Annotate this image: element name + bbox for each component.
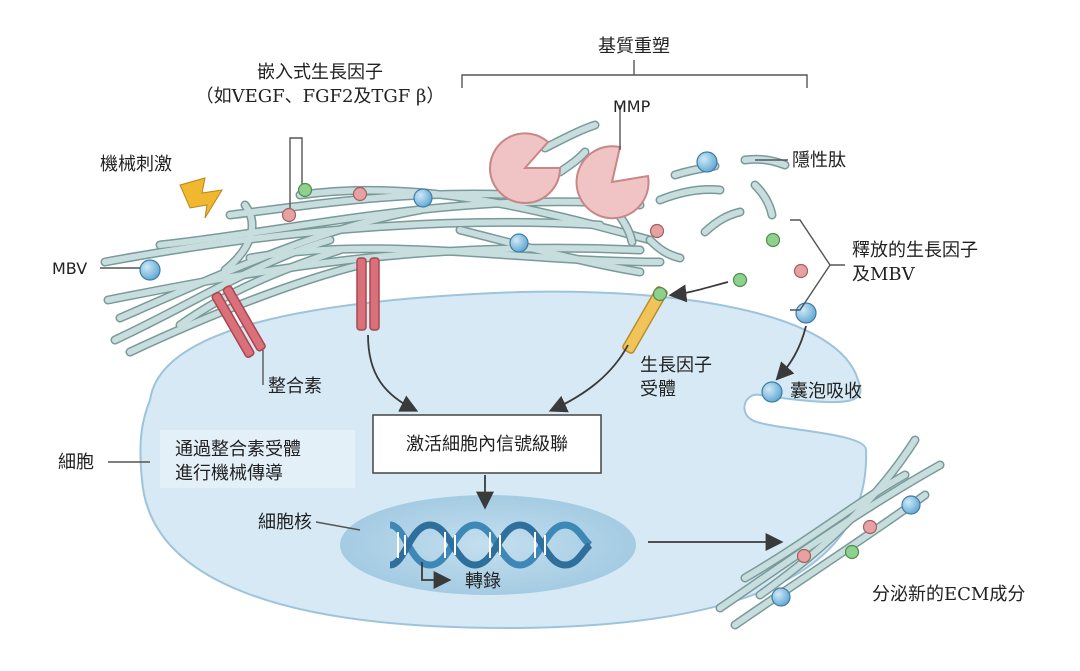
released-gf-label-2: 及MBV [852,264,916,285]
mbv-particle [139,259,161,281]
transcription-arrow [421,562,452,589]
growth-factor-green [297,182,313,198]
growth-factor-pink [793,263,809,279]
mechanical-stimulus-label: 機械刺激 [100,154,172,175]
gf-receptor-label-2: 受體 [640,379,676,400]
matrix-remodeling-bracket [461,60,808,88]
endocytosis-arrow [775,325,807,381]
growth-factor-green [732,272,748,288]
mmp-enzyme-2 [575,145,650,220]
integrin-signal-arrow [367,334,419,412]
cryptic-peptide-label: 隱性肽 [792,150,846,171]
matrix-remodeling-label: 基質重塑 [598,36,670,57]
mechanotransduction-line1: 通過整合素受體 [175,439,301,460]
signaling-cascade-label: 激活細胞內信號級聯 [406,434,568,455]
gf-receptor-label-1: 生長因子 [640,355,712,376]
integrin-2 [356,257,380,331]
embedded-gf-label-2: （如VEGF、FGF2及TGF β） [196,86,445,107]
embedded-gf-leader [289,137,303,210]
released-gf-bracket [790,219,845,311]
new-ecm-label: 分泌新的ECM成分 [872,584,1025,605]
nucleus [340,495,636,595]
nucleus-leader [315,521,361,531]
dna-helix [389,521,593,569]
endocytosis-label: 囊泡吸收 [790,381,862,402]
mbv-particle [761,381,783,403]
mechanotransduction-line2: 進行機械傳導 [175,463,283,484]
mbv-particle [413,188,433,208]
released-gf-label-1: 釋放的生長因子 [852,240,978,261]
lightning-icon [179,177,223,219]
signaling-cascade-box [372,414,602,474]
receptor-signal-arrow [548,344,629,413]
growth-factor-pink [281,207,297,223]
new-ecm-fibers [715,435,945,630]
growth-factor-green [765,232,781,248]
transcription-label: 轉錄 [465,571,501,592]
growth-factor-green [652,286,668,302]
mmp-label: MMP [613,97,651,116]
embedded-gf-label-1: 嵌入式生長因子 [257,62,383,83]
mmp-enzyme-1 [488,132,562,204]
mbv-particle [696,151,718,173]
mechanotransduction-panel [160,430,355,488]
growth-factor-pink [649,223,665,239]
particles [139,151,817,403]
nucleus-label: 細胞核 [258,512,312,533]
cell-label: 細胞 [58,452,94,473]
mbv-label: MBV [52,259,87,278]
release-arrow [668,281,729,303]
integrin-1 [211,285,266,358]
integrin-label: 整合素 [268,376,322,397]
mbv-particle [795,302,817,324]
mbv-particle [509,233,529,253]
growth-factor-pink [352,186,368,202]
